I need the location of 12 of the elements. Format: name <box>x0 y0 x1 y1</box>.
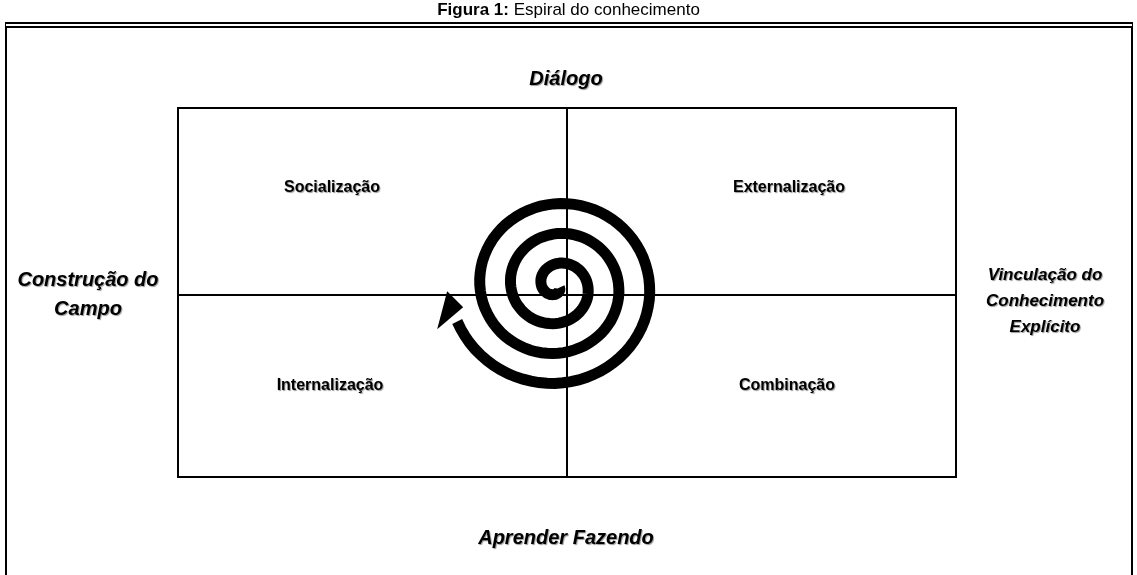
quadrant-box <box>177 107 568 296</box>
axis-label: Construção do Campo <box>16 267 160 321</box>
axis-label: Diálogo <box>528 65 604 91</box>
quadrant-label: Socialização <box>284 178 380 196</box>
quadrant-box <box>566 107 957 296</box>
quadrant-label: Combinação <box>739 376 835 394</box>
axis-label: Vinculação do Conhecimento Explícito <box>984 264 1106 338</box>
quadrant-label: Internalização <box>276 376 384 394</box>
quadrant-label: Externalização <box>732 178 846 196</box>
figure-title: Figura 1: Espiral do conhecimento <box>436 0 701 20</box>
quadrant-box <box>566 294 957 478</box>
axis-label: Aprender Fazendo <box>477 524 655 550</box>
